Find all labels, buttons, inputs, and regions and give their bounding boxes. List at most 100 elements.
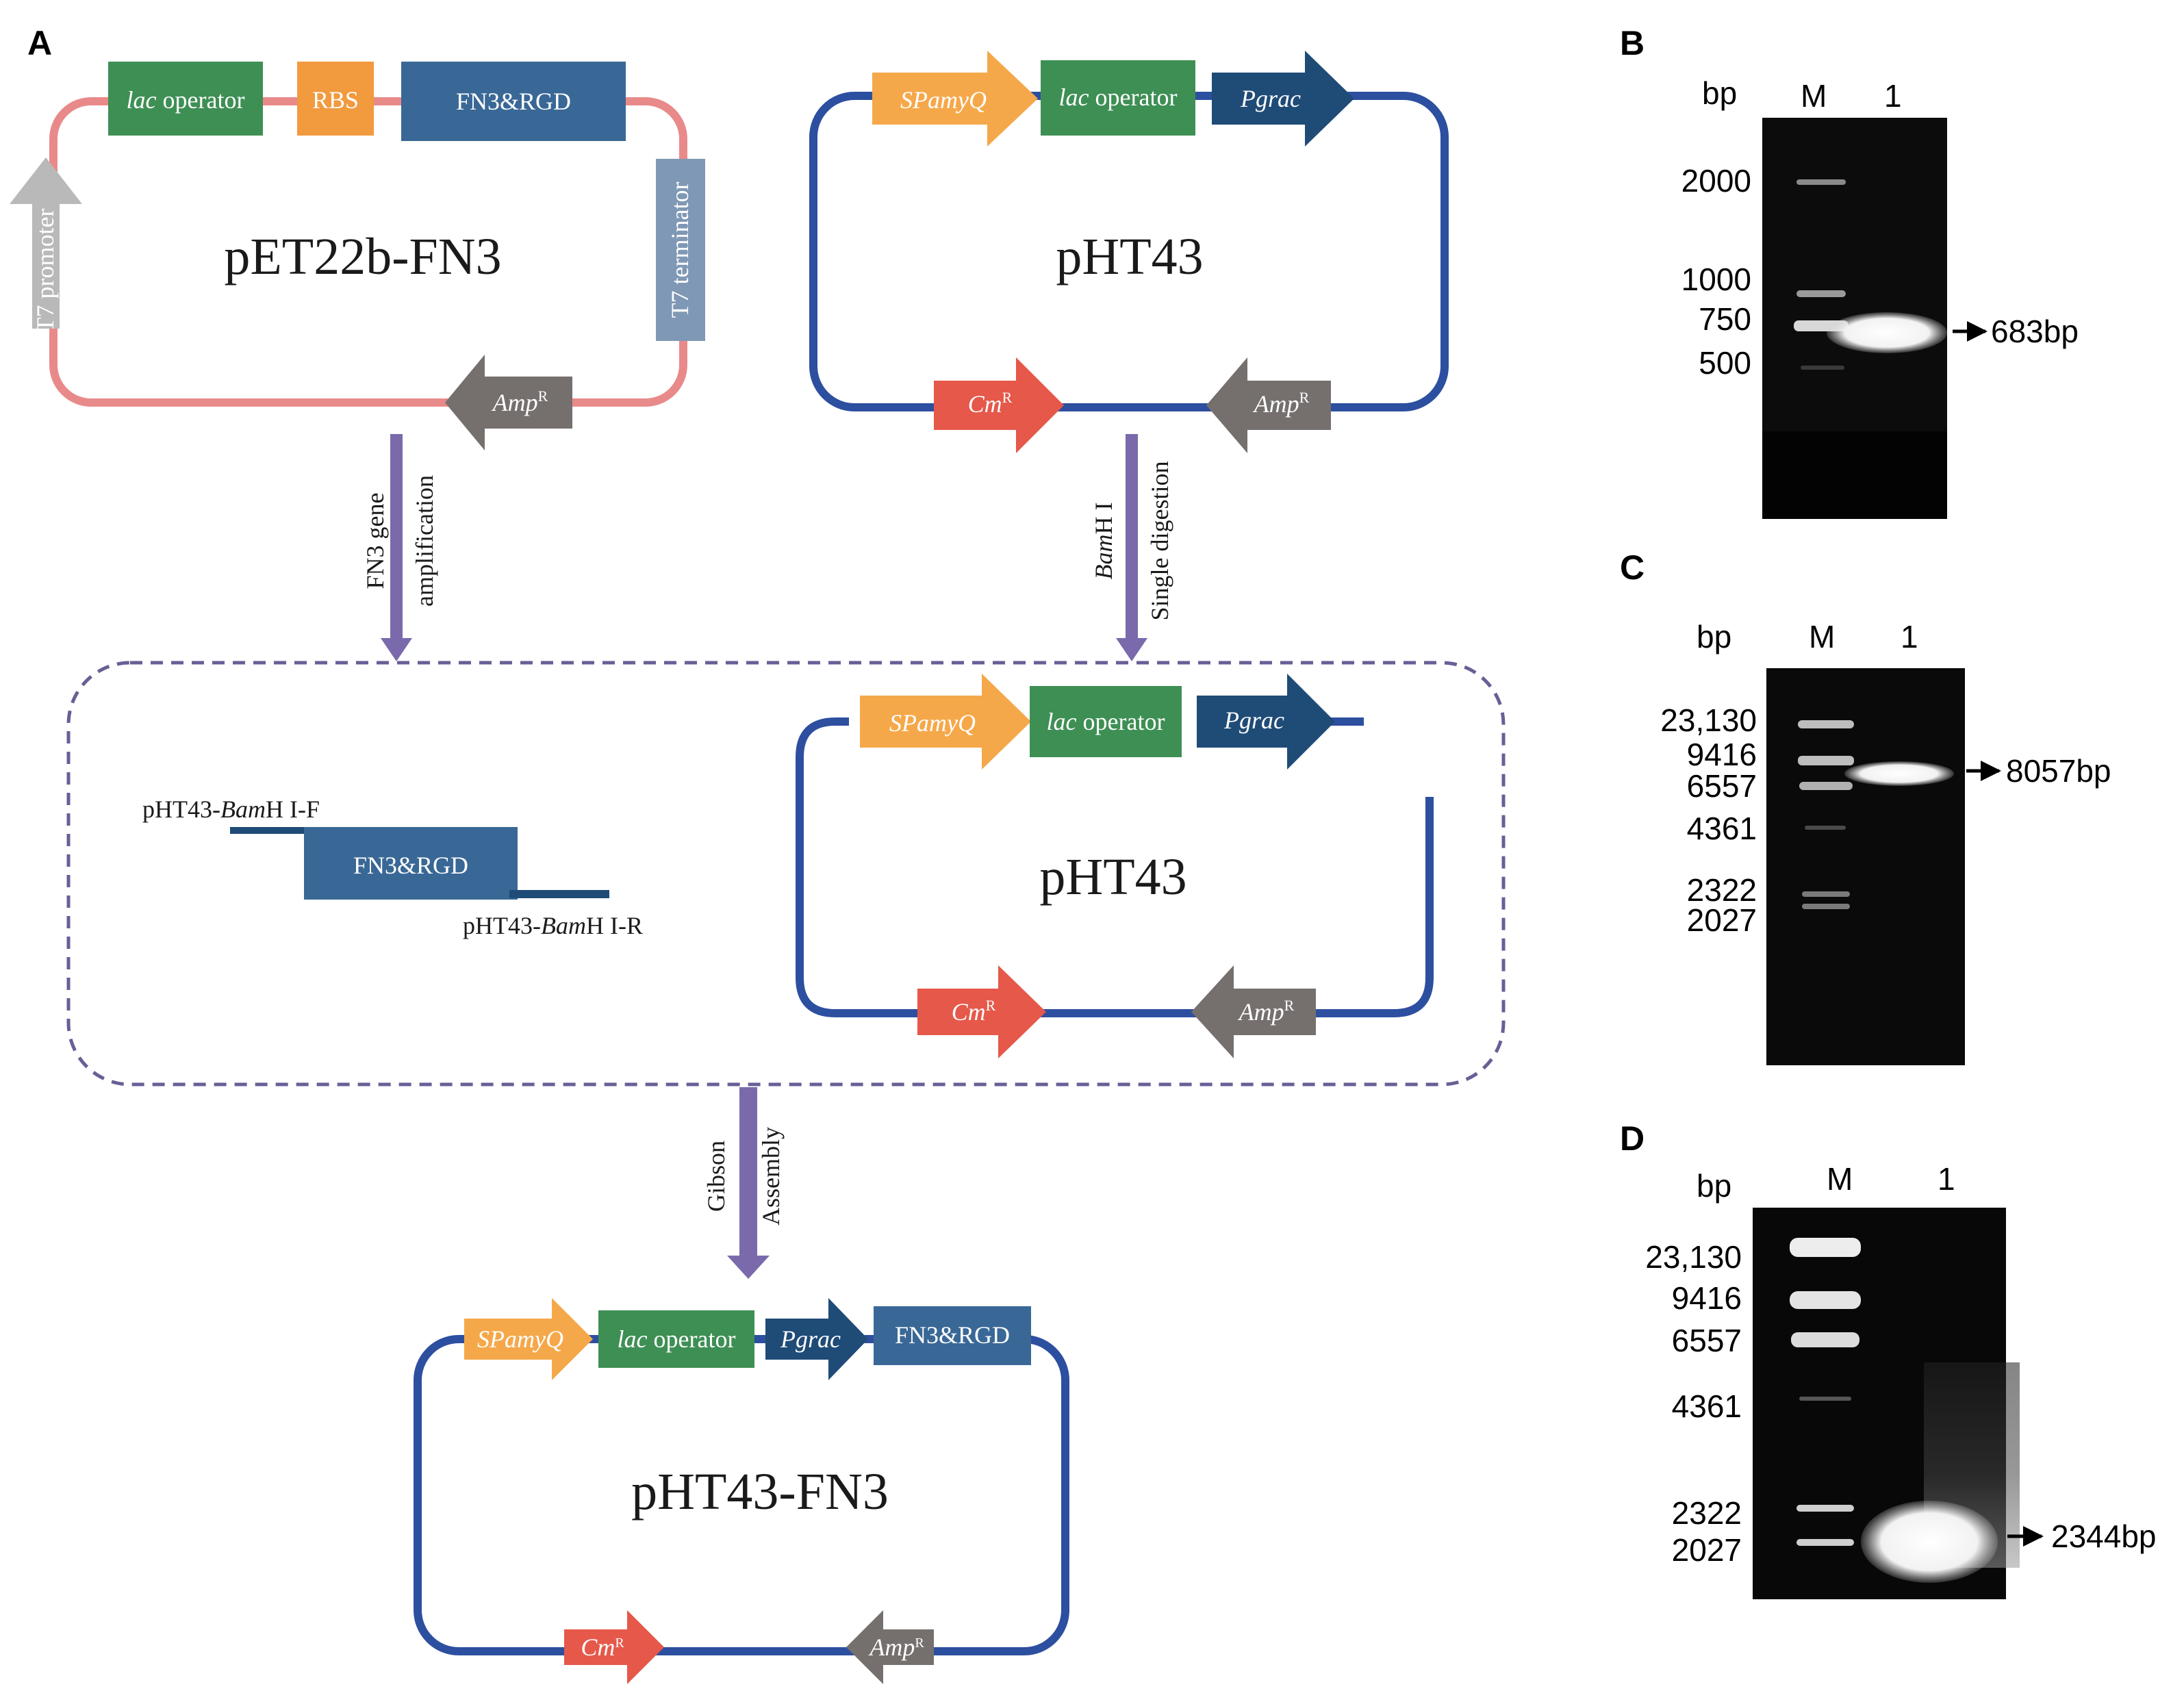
gel-c-marker-band: [1805, 826, 1846, 830]
gel-d-marker-label: 6557: [1672, 1323, 1742, 1358]
pht43-fn3-pgrac: Pgrac: [765, 1298, 868, 1380]
panel-b-letter: B: [1620, 24, 1645, 62]
pht43-linear-spamyq: SPamyQ: [860, 674, 1031, 770]
gibson-arrow: Gibson Assembly: [702, 1087, 785, 1279]
gel-b-marker-band: [1801, 366, 1844, 370]
panel-c-letter: C: [1620, 548, 1645, 587]
gibson-label-1: Gibson: [702, 1141, 730, 1212]
gel-b-lane-m: M: [1801, 78, 1827, 114]
gel-d-lane-1: 1: [1938, 1161, 1955, 1197]
gel-d-lane-m: M: [1827, 1161, 1853, 1197]
svg-text:Pgrac: Pgrac: [780, 1325, 841, 1353]
pht43-linear-cmr: CmR: [917, 965, 1046, 1058]
svg-text:FN3&RGD: FN3&RGD: [456, 88, 571, 115]
pet22b-t7-promoter: T7 promoter: [10, 157, 82, 332]
gel-c-marker-band: [1802, 891, 1850, 897]
svg-text:AmpR: AmpR: [1253, 389, 1310, 418]
svg-text:AmpR: AmpR: [868, 1633, 924, 1661]
svg-text:SPamyQ: SPamyQ: [889, 709, 976, 737]
gel-c: C bp M 1 23,130 9416 6557 4361 2322 2027…: [1620, 548, 2111, 1065]
gel-d-marker-label: 9416: [1672, 1280, 1742, 1316]
gel-c-lane-1: 1: [1901, 619, 1918, 654]
gel-d-marker-label: 23,130: [1645, 1239, 1742, 1275]
svg-text:lac operator: lac operator: [618, 1325, 736, 1353]
panel-d-letter: D: [1620, 1119, 1645, 1158]
svg-text:lac operator: lac operator: [1047, 708, 1165, 735]
gel-b: B bp M 1 2000 1000 750 500 683bp: [1620, 24, 2079, 519]
gel-c-product-label: 8057bp: [2006, 753, 2111, 789]
gel-d: D bp M 1 23,130 9416 6557 4361 2322 2027…: [1620, 1119, 2157, 1599]
pht43-lac-operator: lac operator: [1041, 60, 1195, 136]
svg-text:AmpR: AmpR: [1238, 997, 1295, 1026]
pht43-linear-lac-operator: lac operator: [1030, 686, 1182, 757]
pht43-linear-ampr: AmpR: [1191, 965, 1316, 1058]
pht43-cmr: CmR: [934, 357, 1064, 453]
gel-d-marker-band: [1796, 1539, 1854, 1546]
gel-d-marker-band: [1790, 1291, 1861, 1309]
gel-b-product-band: [1827, 312, 1947, 353]
svg-text:CmR: CmR: [581, 1633, 624, 1661]
primer-f-label: pHT43-BamH I-F: [142, 796, 320, 823]
gel-c-marker-label: 9416: [1687, 737, 1757, 772]
gel-c-marker-label: 2027: [1687, 902, 1757, 938]
gel-c-marker-label: 4361: [1687, 811, 1757, 846]
amplification-arrow: FN3 gene amplification: [361, 434, 438, 661]
gel-c-marker-band: [1798, 756, 1854, 765]
svg-text:T7 promoter: T7 promoter: [31, 209, 59, 333]
pet22b-lac-operator: lac operator: [108, 62, 263, 136]
fragment-box: [304, 827, 518, 900]
gel-d-product-label: 2344bp: [2051, 1518, 2157, 1554]
gel-c-marker-band: [1798, 720, 1854, 728]
svg-text:Pgrac: Pgrac: [1223, 707, 1284, 734]
digestion-label-2: Single digestion: [1146, 461, 1173, 621]
gel-c-product-band: [1844, 761, 1954, 786]
gel-c-marker-label: 6557: [1687, 768, 1757, 804]
svg-text:CmR: CmR: [952, 997, 996, 1026]
gel-d-marker-band: [1799, 1397, 1851, 1401]
pet22b-fn3-rgd: FN3&RGD: [401, 62, 626, 141]
gel-d-marker-band: [1791, 1332, 1859, 1347]
gel-b-marker-label: 2000: [1681, 163, 1751, 199]
gel-c-marker-band: [1799, 782, 1853, 790]
gel-c-marker-label: 2322: [1687, 872, 1757, 908]
pht43-fn3-spamyq: SPamyQ: [464, 1298, 593, 1380]
pht43-fn3-plasmid: SPamyQ lac operator Pgrac FN3&RGD CmR Am…: [414, 1298, 1069, 1684]
svg-text:SPamyQ: SPamyQ: [477, 1325, 563, 1353]
svg-text:Pgrac: Pgrac: [1240, 85, 1301, 112]
amplification-label-2: amplification: [411, 475, 438, 607]
gel-c-unit: bp: [1697, 619, 1731, 654]
svg-text:CmR: CmR: [968, 389, 1013, 418]
pht43-fn3-name: pHT43-FN3: [631, 1463, 889, 1521]
digestion-label-1: BamH I: [1090, 503, 1117, 580]
gel-d-marker-band: [1796, 1505, 1854, 1512]
gel-b-marker-band: [1796, 290, 1846, 297]
fragment-label: FN3&RGD: [353, 852, 468, 879]
svg-text:lac operator: lac operator: [127, 86, 245, 114]
primer-r-label: pHT43-BamH I-R: [463, 912, 643, 939]
pet22b-fn3-plasmid: lac operator RBS FN3&RGD T7 promoter T7 …: [10, 62, 705, 450]
svg-text:lac operator: lac operator: [1059, 84, 1178, 111]
pet22b-name: pET22b-FN3: [224, 228, 501, 285]
gel-d-marker-label: 4361: [1672, 1388, 1742, 1424]
gel-d-marker-band: [1790, 1238, 1861, 1257]
pet22b-ampr: AmpR: [445, 355, 572, 450]
amplification-label-1: FN3 gene: [361, 493, 389, 589]
primer-r-line: [509, 890, 609, 898]
svg-text:T7 terminator: T7 terminator: [666, 182, 694, 318]
gel-b-product-label: 683bp: [1991, 314, 2079, 349]
pht43-pgrac: Pgrac: [1212, 51, 1354, 147]
gel-d-marker-label: 2322: [1672, 1495, 1742, 1531]
pht43-fn3-cmr: CmR: [564, 1610, 664, 1684]
pet22b-rbs: RBS: [297, 62, 374, 136]
svg-text:SPamyQ: SPamyQ: [900, 86, 987, 114]
gel-b-marker-label: 1000: [1681, 262, 1751, 297]
gel-d-unit: bp: [1697, 1168, 1731, 1204]
fn3-fragment: FN3&RGD pHT43-BamH I-F pHT43-BamH I-R: [142, 796, 643, 939]
svg-text:RBS: RBS: [312, 86, 359, 114]
gel-c-marker-label: 23,130: [1660, 702, 1757, 738]
pht43-name: pHT43: [1056, 228, 1203, 285]
pht43-ampr: AmpR: [1206, 357, 1331, 453]
panel-a-letter: A: [27, 24, 52, 62]
pht43-plasmid: SPamyQ lac operator Pgrac CmR AmpR pHT43: [809, 51, 1449, 453]
